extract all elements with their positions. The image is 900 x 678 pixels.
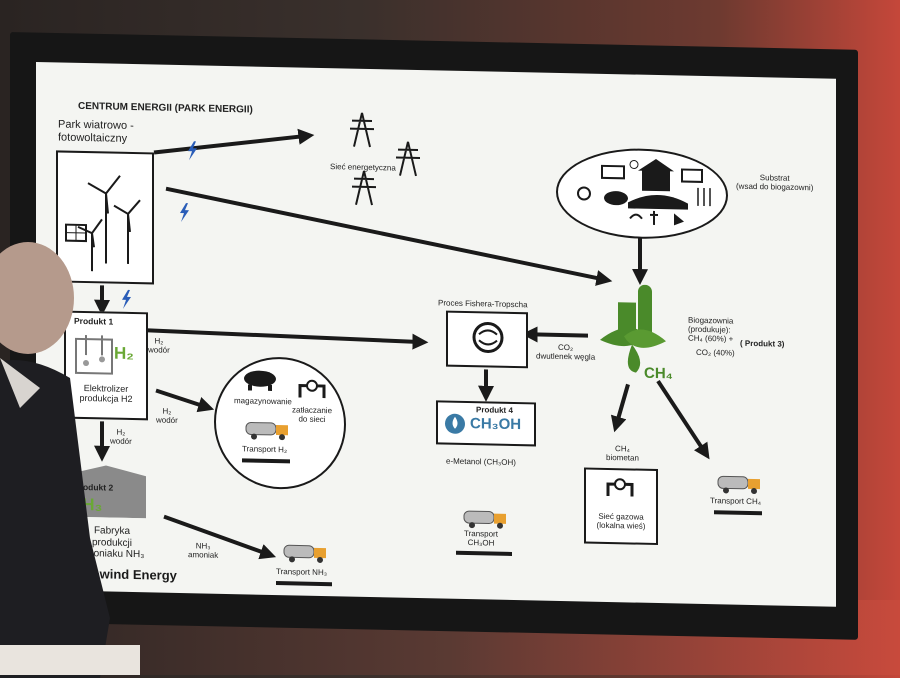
tanker-truck-icon [462,507,510,530]
biogas-co2-label: CO₂ (40%) [696,348,735,358]
underline-bar [242,458,290,463]
grid-injection-label: zatłaczanie do sieci [292,405,332,424]
storage-tank-icon [242,368,278,391]
substrate-ellipse [556,147,728,241]
arrow-biogas-to-fischer [528,334,588,335]
pipeline-valve-icon [298,377,326,400]
process-cycle-icon [470,319,506,356]
product4-label: e-Metanol (CH₃OH) [446,457,516,468]
presenter-silhouette [0,238,120,678]
product4-box: Produkt 4 CH₃OH [436,400,536,446]
tanker-truck-icon [244,418,292,441]
arrow-park-to-grid [154,132,308,155]
pipeline-valve-icon [606,476,634,499]
h2-wodor-label-a: H₂ wodór [148,336,170,355]
transport-ch4-label: Transport CH₄ [710,496,761,506]
arrow-biogas-to-transport-ch4 [658,381,706,454]
substrate-label: Substrat (wsad do biogazowni) [736,173,813,193]
lightning-icon [180,203,189,222]
fischer-label: Proces Fishera-Tropscha [438,298,528,309]
farm-animals-icon [558,149,726,239]
grid-label: Sieć energetyczna [330,162,396,173]
transport-h2-label: Transport H₂ [242,444,287,454]
arrow-product1-to-storage [156,391,208,408]
transport-ch3oh-label: Transport CH₃OH [464,529,498,548]
h2-wodor-label-b: H₂ wodór [156,407,178,426]
fischer-tropsch-box [446,311,528,369]
product3-label: ( Produkt 3) [740,339,784,349]
co2-label: CO₂ dwutlenek węgla [536,342,595,362]
methanol-drop-icon [444,411,466,437]
product4-formula: CH₃OH [470,415,521,433]
biogas-label: Biogazownia (produkuje): CH₄ (60%) + [688,316,733,345]
arrow-product1-to-fischer [146,330,422,342]
tanker-truck-icon [716,472,764,495]
biogas-formula: CH₄ [644,365,673,383]
tanker-truck-icon [282,541,330,564]
gas-network-box: Sieć gazowa (lokalna wieś) [584,467,658,545]
desk-surface [0,645,140,675]
gas-network-label: Sieć gazowa (lokalna wieś) [590,512,652,532]
transport-nh3-label: Transport NH₃ [276,567,327,577]
arrow-biogas-to-biometan [616,384,628,426]
park-label: Park wiatrowo - fotowoltaiczny [58,118,134,145]
product4-title: Produkt 4 [476,405,513,415]
ch4-biometan-label: CH₄ biometan [606,444,639,463]
storage-label: magazynowanie [234,396,292,406]
lightning-icon [188,141,197,160]
lightning-icon [122,290,131,309]
nh3-label: NH₃ amoniak [188,541,218,560]
presentation-screen: CENTRUM ENERGII (PARK ENERGII) Park wiat… [36,62,836,607]
